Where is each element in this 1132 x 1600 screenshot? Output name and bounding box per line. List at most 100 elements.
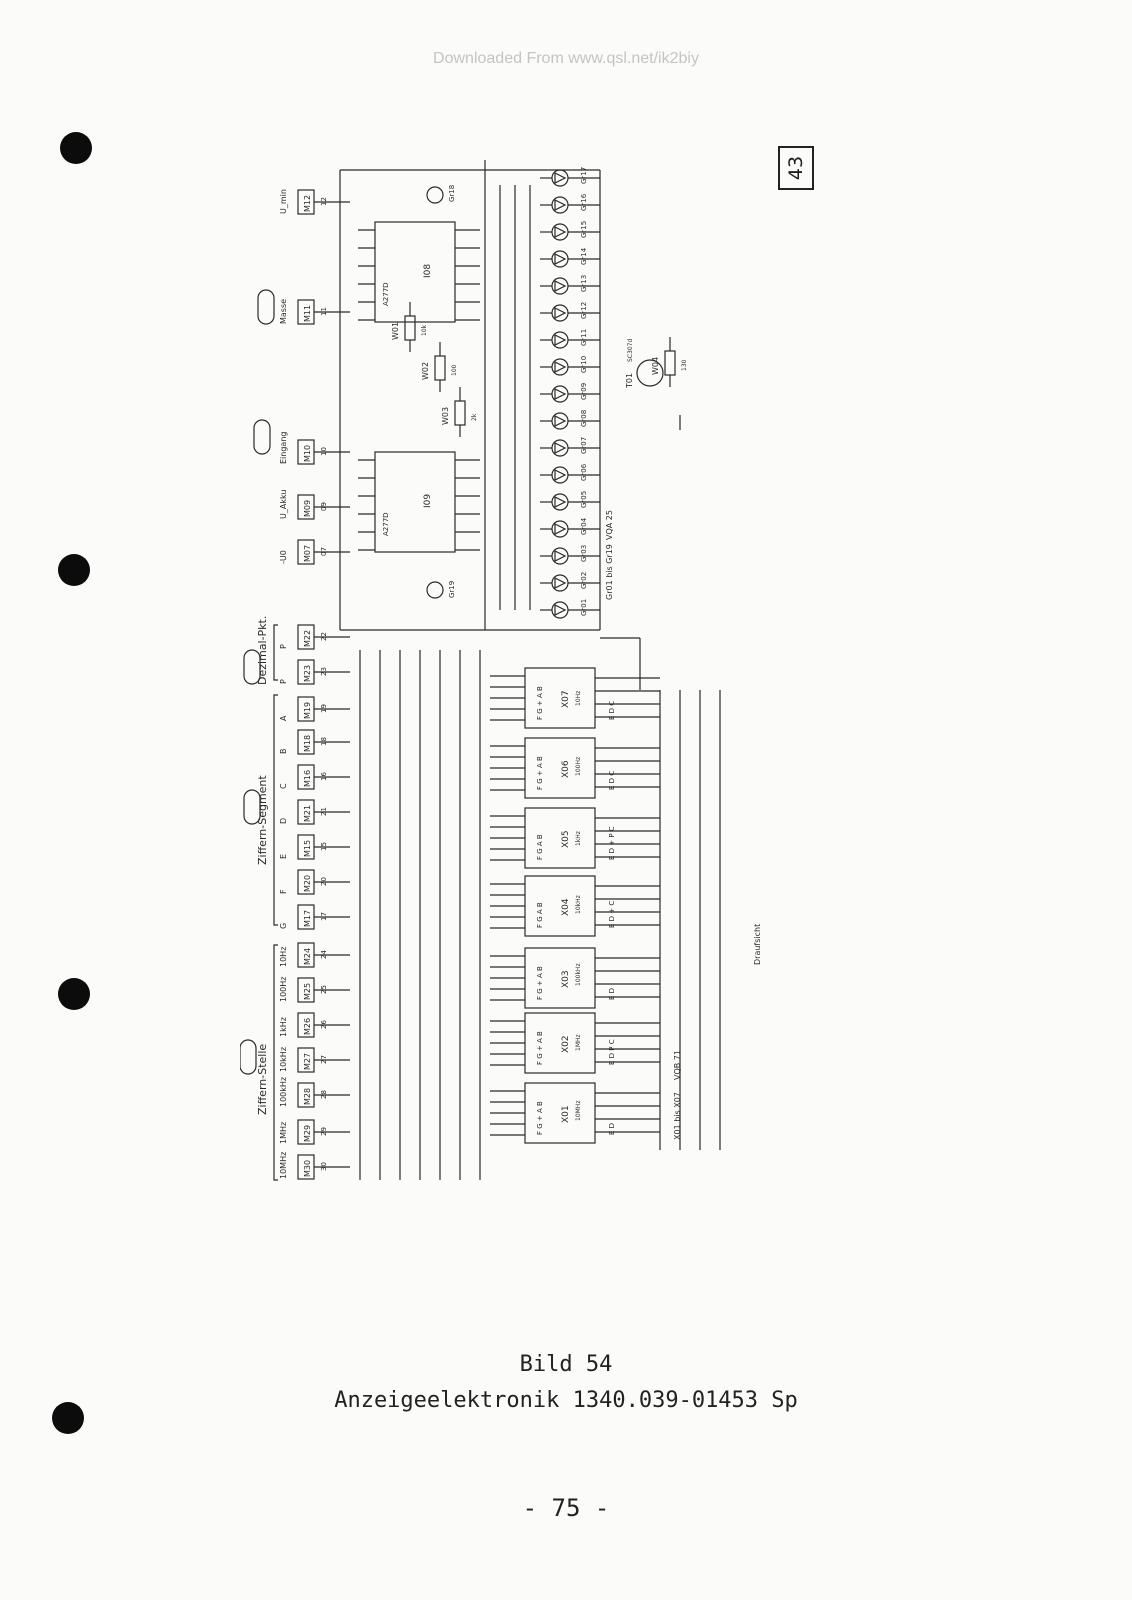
resistor-value: 130 <box>681 359 688 371</box>
connector-label: 100Hz <box>279 977 288 1002</box>
connector-id: M17 <box>303 910 312 927</box>
resistor <box>664 350 676 376</box>
connector-label: G <box>279 923 288 929</box>
binder-hole <box>58 978 90 1010</box>
connector-label: P <box>279 644 288 649</box>
connector-id: M26 <box>303 1018 312 1035</box>
connector-id: M21 <box>303 805 312 822</box>
resistor-id: W02 <box>421 362 430 380</box>
led-arrow <box>554 388 567 400</box>
module-freq: 1kHz <box>575 831 582 846</box>
led-arrow <box>554 442 567 454</box>
module-pins-top: F G + A B <box>536 1101 544 1135</box>
module-id: X07 <box>561 690 571 708</box>
connector-id: M25 <box>303 983 312 1000</box>
page-marker-label: 43 <box>785 155 807 181</box>
module-freq: 100Hz <box>575 757 582 776</box>
module-pins-bottom: E D + C <box>608 901 616 928</box>
module-freq: 10MHz <box>575 1101 582 1121</box>
led-id: Gr18 <box>448 185 456 202</box>
oval-mark <box>257 289 275 325</box>
led-id: Gr15 <box>580 221 588 238</box>
module-pins-bottom: E D P C <box>608 1039 616 1065</box>
binder-hole <box>60 132 92 164</box>
resistor-value: 10k <box>421 324 428 336</box>
transistor-type: SC307d <box>627 339 634 362</box>
led-id: Gr03 <box>580 545 588 562</box>
ic-id: I09 <box>423 494 433 508</box>
module-id: X06 <box>561 760 571 778</box>
leds-range-label: Gr01 bis Gr19 <box>605 544 614 600</box>
connector-id: M22 <box>303 630 312 647</box>
led-id: Gr05 <box>580 491 588 508</box>
leds-type-label: VQA 25 <box>605 510 614 540</box>
connector-label: F <box>279 889 288 894</box>
led-arrow <box>554 226 567 238</box>
led-arrow <box>554 307 567 319</box>
connector-label: 1MHz <box>279 1122 288 1144</box>
connector-id: M12 <box>303 195 312 212</box>
oval-mark <box>253 419 271 455</box>
led-arrow <box>554 280 567 292</box>
oval-mark <box>240 1039 257 1075</box>
connector-label: 10MHz <box>279 1152 288 1179</box>
led-id: Gr10 <box>580 356 588 373</box>
led-arrow <box>554 334 567 346</box>
connector-label: D <box>279 818 288 824</box>
ic-type: A277D <box>382 512 390 536</box>
module-freq: 10Hz <box>575 691 582 706</box>
group-label-segment: Ziffern-Segment <box>256 775 269 865</box>
connector-id: M07 <box>303 545 312 562</box>
oval-mark <box>243 649 261 685</box>
resistor <box>454 400 466 426</box>
led-symbol <box>426 581 444 599</box>
led-arrow <box>554 469 567 481</box>
connector-id: M23 <box>303 665 312 682</box>
led-id: Gr16 <box>580 193 588 211</box>
connector-id: M10 <box>303 445 312 462</box>
group-label-stelle: Ziffern-Stelle <box>256 1044 269 1115</box>
modules-range-label: X01 bis X07 <box>673 1092 682 1140</box>
brace-dp <box>273 624 278 681</box>
led-id: Gr13 <box>580 275 588 292</box>
led-arrow <box>554 199 567 211</box>
connector-id: M15 <box>303 840 312 857</box>
transistor-symbol <box>636 359 664 387</box>
module-pins-bottom: E D C <box>608 701 616 720</box>
connector-label: U_Akku <box>279 490 288 519</box>
module-pins-top: F G + A B <box>536 966 544 1000</box>
led-id: Gr14 <box>580 247 588 265</box>
module-freq: 100kHz <box>575 963 582 986</box>
led-id: Gr08 <box>580 410 588 427</box>
resistor-value: 2k <box>471 413 478 421</box>
module-pins-top: F G + A B <box>536 686 544 720</box>
connector-label: A <box>279 715 288 721</box>
led-id: Gr01 <box>580 599 588 616</box>
transistor-id: T01 <box>625 373 634 389</box>
module-id: X02 <box>561 1035 571 1053</box>
resistor-value: 100 <box>451 364 458 376</box>
module-id: X03 <box>561 970 571 988</box>
led-arrow <box>554 172 567 184</box>
draufsicht-label: Draufsicht <box>753 924 760 965</box>
module-pins-bottom: E D C <box>608 771 616 790</box>
led-arrow <box>554 496 567 508</box>
connector-label: U_min <box>279 189 288 214</box>
module-pins-top: F G + A B <box>536 1031 544 1065</box>
led-arrow <box>554 604 567 616</box>
led-id: Gr07 <box>580 437 588 454</box>
page-number: - 75 - <box>522 1494 610 1522</box>
led-arrow <box>554 415 567 427</box>
led-arrow <box>554 550 567 562</box>
connector-label: 10Hz <box>279 947 288 967</box>
brace-stelle <box>273 944 278 1181</box>
led-symbol <box>426 186 444 204</box>
ic-type: A277D <box>382 282 390 306</box>
connector-label: P <box>279 679 288 684</box>
module-id: X05 <box>561 830 571 848</box>
module-id: X01 <box>561 1105 571 1123</box>
connector-label: E <box>279 854 288 859</box>
module-pins-top: F G + A B <box>536 756 544 790</box>
led-id: Gr19 <box>448 581 456 598</box>
